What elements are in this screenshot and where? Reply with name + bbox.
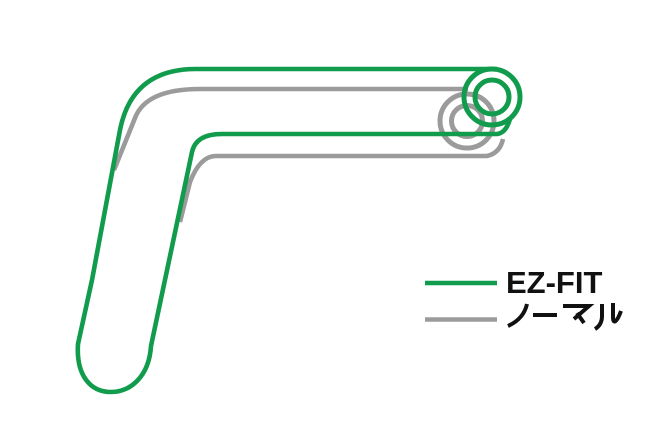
kana-ma bbox=[563, 304, 595, 325]
legend-ezfit-label: EZ-FIT bbox=[506, 265, 603, 300]
normal-handlebar bbox=[111, 86, 506, 223]
legend-normal-label bbox=[507, 303, 623, 331]
ezfit-bar-end-outer-ring bbox=[461, 66, 523, 128]
legend bbox=[425, 280, 623, 331]
normal-bar-end-outer-ring bbox=[437, 91, 497, 151]
normal-bar-bottom-outline bbox=[177, 138, 506, 223]
ezfit-handlebar bbox=[75, 66, 523, 395]
normal-bar-top-outline bbox=[111, 86, 468, 171]
kana-no bbox=[507, 303, 529, 328]
ezfit-bar-outline bbox=[75, 66, 513, 395]
kana-ru bbox=[593, 303, 623, 331]
ezfit-bar-end-inner-ring bbox=[472, 77, 512, 117]
